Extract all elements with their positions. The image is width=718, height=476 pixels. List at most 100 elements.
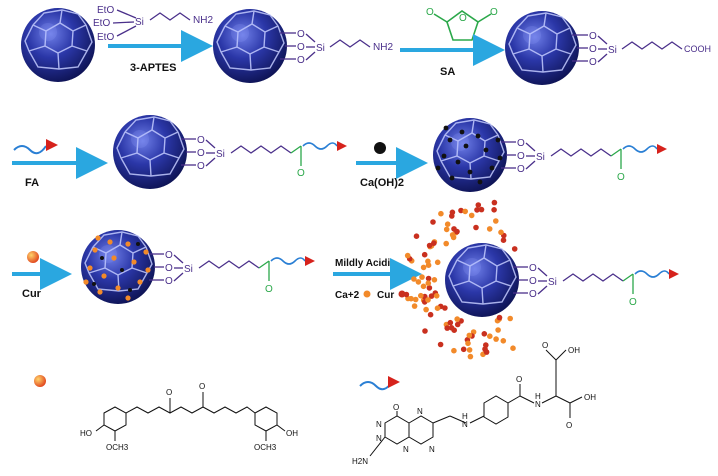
- released-dot: [413, 233, 420, 239]
- svg-text:O: O: [165, 250, 173, 261]
- released-dot: [434, 305, 441, 312]
- legend-ca-dot: [363, 290, 371, 298]
- calcium-dots: [435, 125, 503, 185]
- linker-aptes: O O O Si NH2: [280, 29, 393, 66]
- caoh-dot-icon: [374, 142, 386, 154]
- svg-text:Si: Si: [548, 277, 557, 288]
- svg-text:O: O: [197, 148, 205, 159]
- released-dot: [419, 274, 425, 280]
- particle-sa: [504, 10, 580, 86]
- released-dot: [468, 212, 475, 219]
- released-dot: [411, 276, 417, 282]
- svg-text:N: N: [376, 434, 382, 443]
- released-dots: [403, 199, 518, 360]
- svg-text:N: N: [376, 420, 382, 429]
- released-dot: [451, 347, 457, 354]
- released-dot: [423, 306, 429, 313]
- svg-text:Si: Si: [135, 17, 144, 28]
- svg-text:H: H: [462, 412, 468, 421]
- svg-text:O: O: [459, 13, 467, 24]
- released-dot: [486, 226, 493, 232]
- linker-caoh: O O O Si O: [501, 138, 667, 183]
- released-dot: [491, 207, 497, 213]
- released-dot: [427, 311, 434, 318]
- svg-text:O: O: [199, 382, 205, 391]
- released-dot: [438, 210, 444, 217]
- svg-text:O: O: [566, 421, 572, 430]
- released-dot: [428, 293, 435, 299]
- released-dot: [481, 331, 488, 337]
- released-dot: [443, 240, 450, 247]
- svg-text:O: O: [165, 263, 173, 274]
- svg-text:O: O: [297, 29, 305, 40]
- linker-sa: O O O Si COOH: [572, 31, 711, 68]
- released-dot: [475, 202, 482, 208]
- label-caoh: Ca(OH)2: [360, 177, 404, 189]
- svg-text:O: O: [617, 172, 625, 183]
- svg-text:O: O: [426, 7, 434, 18]
- svg-text:OH: OH: [286, 429, 298, 438]
- particle-bare: [20, 7, 96, 83]
- released-dot: [454, 316, 461, 322]
- svg-text:O: O: [297, 42, 305, 53]
- svg-text:O: O: [629, 297, 637, 308]
- svg-text:EtO: EtO: [97, 5, 114, 16]
- released-dot: [454, 228, 460, 235]
- released-dot: [426, 285, 433, 291]
- released-dot: [426, 242, 433, 249]
- released-dot: [493, 218, 499, 224]
- svg-text:O: O: [542, 341, 548, 350]
- svg-text:COOH: COOH: [684, 44, 711, 54]
- label-cur: Cur: [22, 288, 42, 300]
- released-dot: [425, 262, 432, 269]
- svg-text:O: O: [297, 55, 305, 66]
- svg-text:Si: Si: [536, 152, 545, 163]
- released-dot: [443, 226, 450, 233]
- released-dot: [449, 209, 456, 216]
- svg-text:N: N: [429, 445, 435, 454]
- aptes-molecule: EtO EtO EtO Si NH2: [93, 5, 213, 43]
- svg-text:O: O: [166, 388, 172, 397]
- label-sa: SA: [440, 66, 455, 78]
- released-dot: [500, 237, 507, 243]
- released-dot: [444, 325, 451, 331]
- released-dot: [448, 325, 455, 331]
- svg-text:O: O: [589, 31, 597, 42]
- svg-text:O: O: [517, 138, 525, 149]
- linker-fa: O O O Si O: [181, 135, 347, 179]
- svg-text:N: N: [403, 445, 409, 454]
- svg-text:OH: OH: [568, 346, 580, 355]
- svg-text:O: O: [529, 289, 537, 300]
- released-dot: [425, 275, 432, 282]
- released-dot: [511, 246, 518, 252]
- curcumin-dots-loaded: [83, 235, 151, 301]
- svg-text:H: H: [535, 392, 541, 401]
- svg-text:HO: HO: [80, 429, 92, 438]
- linker-release: O O O Si O: [513, 263, 679, 308]
- released-dot: [425, 280, 432, 287]
- legend-cur-dot: [398, 290, 406, 298]
- svg-text:Si: Si: [316, 43, 325, 54]
- svg-text:O: O: [529, 276, 537, 287]
- curcumin-legend-dot: [34, 375, 46, 387]
- svg-text:EtO: EtO: [93, 18, 110, 29]
- svg-text:O: O: [517, 164, 525, 175]
- released-dot: [487, 333, 493, 340]
- released-dot: [431, 277, 438, 283]
- svg-text:N: N: [462, 420, 468, 429]
- svg-text:OH: OH: [584, 393, 596, 402]
- released-dot: [449, 232, 456, 238]
- curcumin-structure: O O HO OCH3 OH OCH3: [80, 382, 298, 452]
- released-dot: [498, 229, 504, 236]
- folic-acid-structure: O N N N N N H2N N H O N H OH O O OH: [352, 341, 596, 466]
- released-dot: [434, 259, 441, 266]
- svg-text:O: O: [265, 284, 273, 295]
- svg-text:NH2: NH2: [193, 15, 213, 26]
- released-dot: [460, 346, 467, 353]
- svg-text:Si: Si: [216, 149, 225, 160]
- svg-text:OCH3: OCH3: [106, 443, 129, 452]
- released-dot: [447, 319, 454, 326]
- linker-cur: O O O Si O: [149, 250, 315, 295]
- svg-text:Si: Si: [608, 45, 617, 56]
